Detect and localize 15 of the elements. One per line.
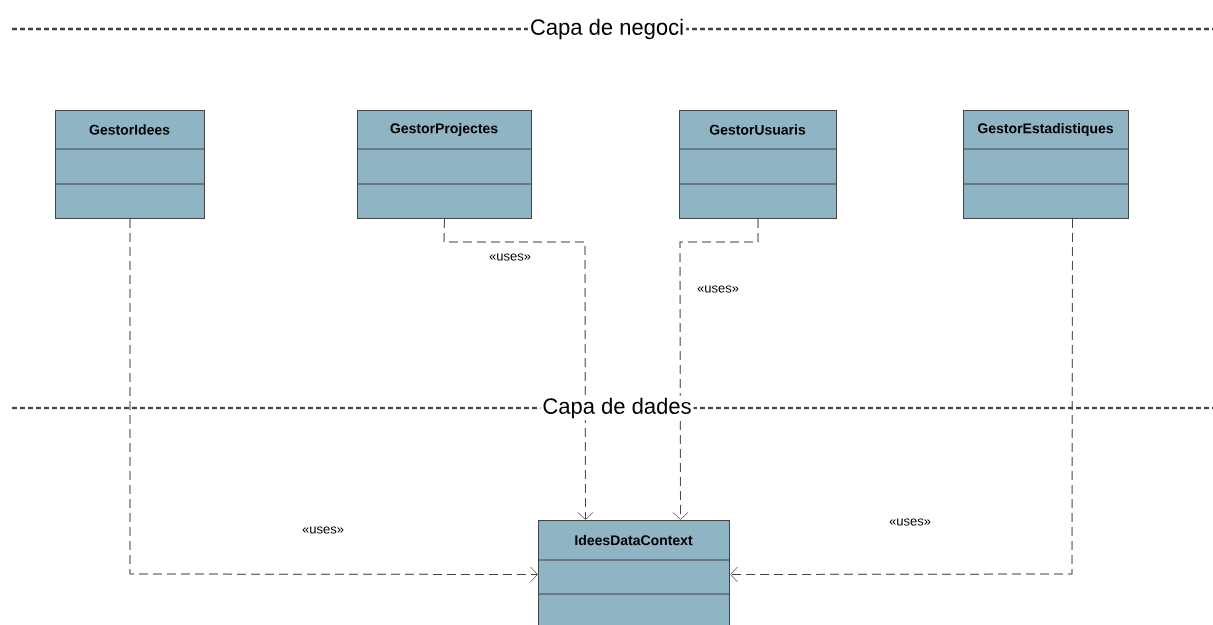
class-box: GestorIdees xyxy=(54,110,205,219)
layer-label: Capa de negoci xyxy=(527,16,687,42)
edge-label: «uses» xyxy=(695,283,741,295)
class-box: GestorUsuaris xyxy=(678,110,837,219)
dependency-arrow xyxy=(129,218,538,583)
edge-label: «uses» xyxy=(887,516,933,528)
dependency-arrow xyxy=(443,218,594,520)
class-box: GestorEstadistiques xyxy=(962,110,1129,219)
layer-label: Capa de dades xyxy=(540,395,694,421)
edge-label: «uses» xyxy=(300,524,346,536)
dependency-arrow xyxy=(730,218,1073,583)
dependency-arrow xyxy=(672,218,759,520)
edge-label: «uses» xyxy=(487,251,533,263)
class-box: IdeesDataContext xyxy=(537,520,730,625)
class-box: GestorProjectes xyxy=(356,110,532,219)
